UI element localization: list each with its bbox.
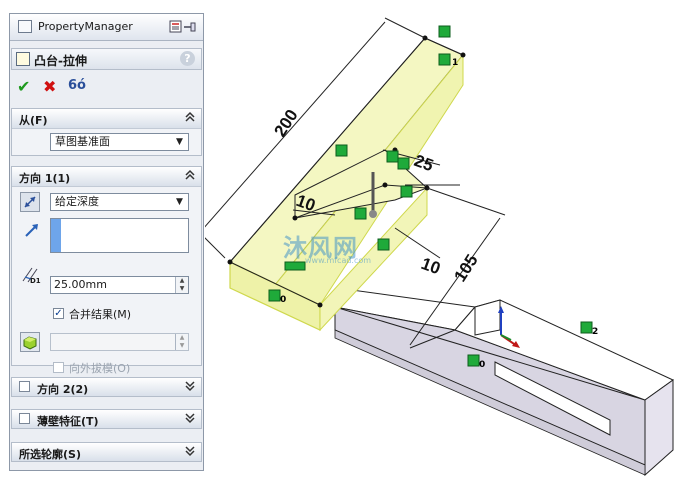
marker-label-2: 2 [592,327,598,337]
direction2-label: 方向 2(2) [37,383,89,396]
boss-extrude-icon [16,52,30,66]
dimension-lines [205,17,506,349]
dropdown-arrow-icon: ▼ [176,137,183,147]
start-condition-select[interactable]: 草图基准面 ▼ [50,133,189,151]
end-condition-select[interactable]: 给定深度 ▼ [50,193,189,211]
direction1-group: 方向 1(1) 给定深度 ▼ D1 25.00mm [11,166,202,375]
collapse-up-icon[interactable] [185,169,195,184]
marker-label-1: 1 [452,58,458,68]
relation-markers[interactable] [268,25,593,367]
base-part[interactable] [333,289,674,477]
selected-contours-label: 所选轮廓(S) [19,448,81,461]
feature-name: 凸台-拉伸 [34,54,87,68]
dropdown-arrow-icon: ▼ [176,197,183,207]
dimension-105[interactable]: 105 [450,251,481,285]
from-group-label: 从(F) [19,114,48,127]
collapse-up-icon[interactable] [185,111,195,126]
direction1-group-header[interactable]: 方向 1(1) [12,167,201,187]
feature-header: 凸台-拉伸 ? [11,48,202,70]
draft-toggle-button[interactable] [20,332,40,352]
depth-icon-label: D1 [30,277,41,285]
draft-outward-label: 向外拔模(O) [69,362,131,375]
selected-contours-group[interactable]: 所选轮廓(S) [11,442,202,462]
property-manager-panel: PropertyManager 凸台-拉伸 ? ✔ ✖ 6ó 从(F) [9,13,204,471]
direction2-group-header[interactable]: 方向 2(2) [12,378,201,396]
pin-icon[interactable] [169,20,197,34]
spin-arrows-icon[interactable]: ▲▼ [175,277,188,293]
merge-result-checkbox[interactable]: ✓ [53,308,64,319]
panel-titlebar: PropertyManager [10,14,203,41]
selected-contours-group-header[interactable]: 所选轮廓(S) [12,443,201,461]
depth-icon [20,265,44,288]
expand-down-icon[interactable] [185,412,195,427]
direction-arrow-icon [24,222,40,241]
preview-button[interactable]: 6ó [68,78,86,93]
help-button[interactable]: ? [180,51,195,66]
dimension-200[interactable]: 200 [270,106,301,140]
marker-label-0-a: 0 [280,295,286,305]
ok-button[interactable]: ✔ [17,77,31,96]
depth-drag-handle[interactable] [369,172,377,218]
extrude-preview[interactable] [227,35,466,332]
spin-arrows-icon[interactable]: ▲▼ [175,334,188,350]
watermark-url: www.mfcad.com [305,256,372,265]
thin-feature-group[interactable]: 薄壁特征(T) [11,409,202,429]
model-view[interactable]: 200 25 10 10 105 1 0 0 2 [205,0,688,497]
direction2-group[interactable]: 方向 2(2) [11,377,202,397]
from-group: 从(F) 草图基准面 ▼ [11,108,202,156]
direction2-checkbox[interactable] [19,381,30,392]
end-condition-value: 给定深度 [55,195,99,208]
reverse-direction-button[interactable] [20,192,40,212]
from-group-header[interactable]: 从(F) [12,109,201,129]
graphics-viewport[interactable]: 200 25 10 10 105 1 0 0 2 [205,0,688,497]
expand-down-icon[interactable] [185,380,195,395]
cancel-button[interactable]: ✖ [43,77,57,96]
thin-feature-label: 薄壁特征(T) [37,415,99,428]
draft-outward-checkbox[interactable] [53,362,64,373]
merge-result-label: 合并结果(M) [69,308,132,321]
property-manager-icon [18,20,32,33]
panel-title: PropertyManager [38,20,133,33]
coordinate-triad-icon [498,306,520,348]
depth-input[interactable]: 25.00mm ▲▼ [50,276,189,294]
thin-feature-checkbox[interactable] [19,413,30,424]
watermark-logo: 沐风网 [283,234,358,262]
marker-label-0-b: 0 [479,360,485,370]
direction1-label: 方向 1(1) [19,172,71,185]
direction-reference-box[interactable] [50,218,189,253]
draft-angle-input[interactable]: ▲▼ [50,333,189,351]
thin-feature-group-header[interactable]: 薄壁特征(T) [12,410,201,428]
expand-down-icon[interactable] [185,445,195,460]
start-condition-value: 草图基准面 [55,135,110,148]
depth-value: 25.00mm [54,278,107,291]
